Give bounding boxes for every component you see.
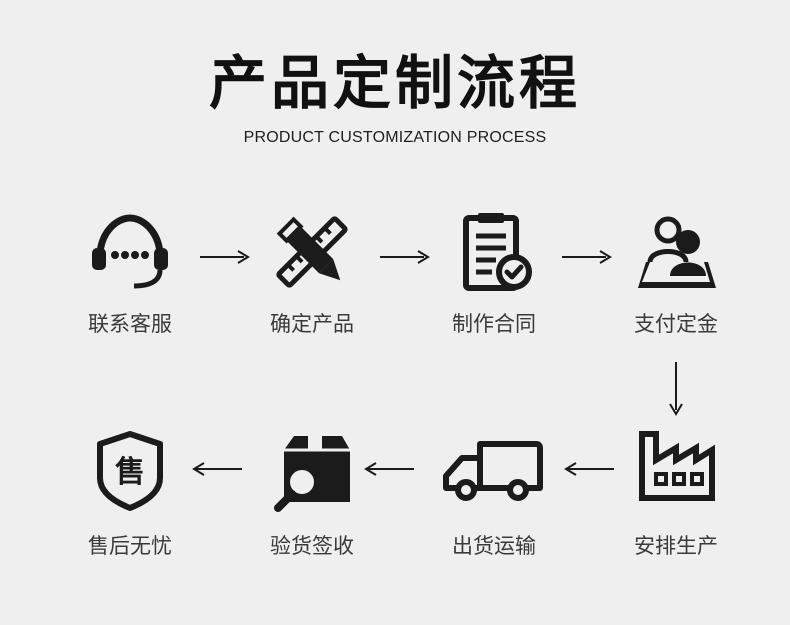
step-arrange-production: 安排生产 — [606, 428, 746, 568]
truck-icon — [440, 428, 548, 512]
step-inspect-sign: 验货签收 — [242, 428, 382, 568]
step-confirm-product: 确定产品 — [242, 210, 382, 340]
arrow-right-icon — [200, 250, 252, 264]
step-label: 支付定金 — [634, 312, 718, 336]
step-label: 验货签收 — [270, 534, 354, 558]
headset-icon — [88, 210, 172, 294]
page-title: 产品定制流程 — [208, 49, 581, 117]
step-label: 出货运输 — [452, 534, 536, 558]
shield-badge-text: 售 — [115, 455, 145, 490]
step-label: 制作合同 — [452, 312, 536, 336]
arrow-left-icon — [562, 462, 614, 476]
step-shipping: 出货运输 — [424, 428, 564, 568]
step-after-sales: 售 售后无忧 — [60, 428, 200, 568]
page-subtitle: PRODUCT CUSTOMIZATION PROCESS — [243, 129, 547, 146]
step-label: 确定产品 — [270, 312, 354, 336]
arrow-left-icon — [362, 462, 414, 476]
arrow-left-icon — [190, 462, 242, 476]
shield-badge-icon: 售 — [88, 428, 172, 512]
pencil-ruler-icon — [270, 210, 354, 294]
step-label: 售后无忧 — [88, 534, 172, 558]
arrow-right-icon — [380, 250, 432, 264]
step-make-contract: 制作合同 — [424, 210, 564, 340]
step-label: 联系客服 — [88, 312, 172, 336]
contract-check-icon — [452, 210, 536, 294]
box-inspect-icon — [270, 428, 354, 512]
arrow-right-icon — [562, 250, 614, 264]
step-contact-service: 联系客服 — [60, 210, 200, 340]
step-pay-deposit: 支付定金 — [606, 210, 746, 340]
factory-icon — [634, 428, 718, 512]
step-label: 安排生产 — [634, 534, 718, 558]
arrow-down-icon — [669, 362, 683, 416]
users-meeting-icon — [634, 210, 718, 294]
